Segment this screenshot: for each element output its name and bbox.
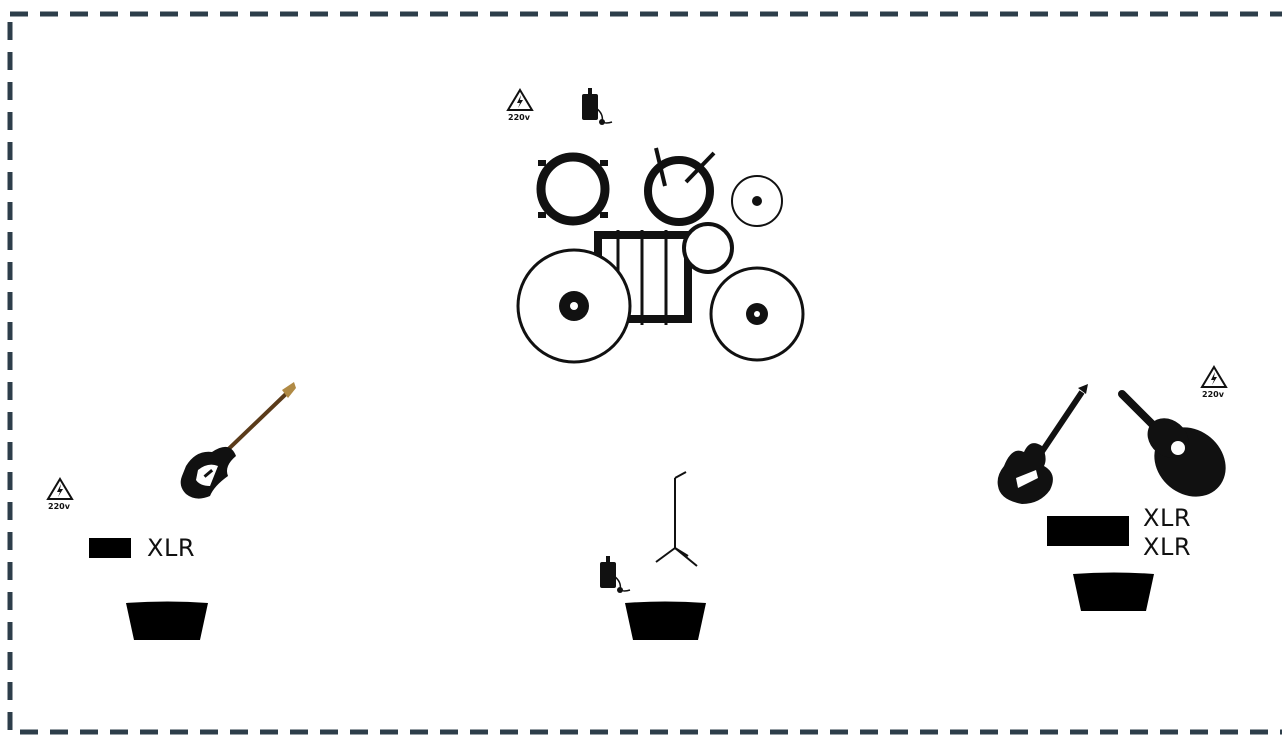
power-warning-icon: 220v	[1200, 365, 1228, 399]
stage-border	[7, 11, 1282, 735]
bass-guitar-icon	[180, 382, 296, 499]
acoustic-guitar-icon	[1118, 390, 1226, 497]
guitar-di-label-2: XLR	[1143, 533, 1191, 561]
guitar-di-label-1: XLR	[1143, 504, 1191, 532]
drum-kit-icon	[516, 147, 805, 364]
floor-monitor-wedge-icon	[1073, 572, 1154, 611]
di-box-icon	[89, 538, 131, 558]
electric-guitar-icon	[997, 384, 1088, 504]
floor-monitor-wedge-icon	[126, 601, 208, 640]
microphone-stand-icon	[655, 471, 698, 567]
power-voltage-label: 220v	[48, 502, 71, 511]
power-warning-icon: 220v	[506, 88, 534, 122]
power-warning-icon: 220v	[46, 477, 74, 511]
di-box-icon	[1047, 516, 1129, 546]
in-ear-monitor-pack-icon	[600, 556, 631, 593]
power-voltage-label: 220v	[1202, 390, 1225, 399]
power-voltage-label: 220v	[508, 113, 531, 122]
floor-monitor-wedge-icon	[625, 601, 706, 640]
bass-di-label: XLR	[147, 534, 195, 562]
in-ear-monitor-pack-icon	[582, 88, 613, 125]
